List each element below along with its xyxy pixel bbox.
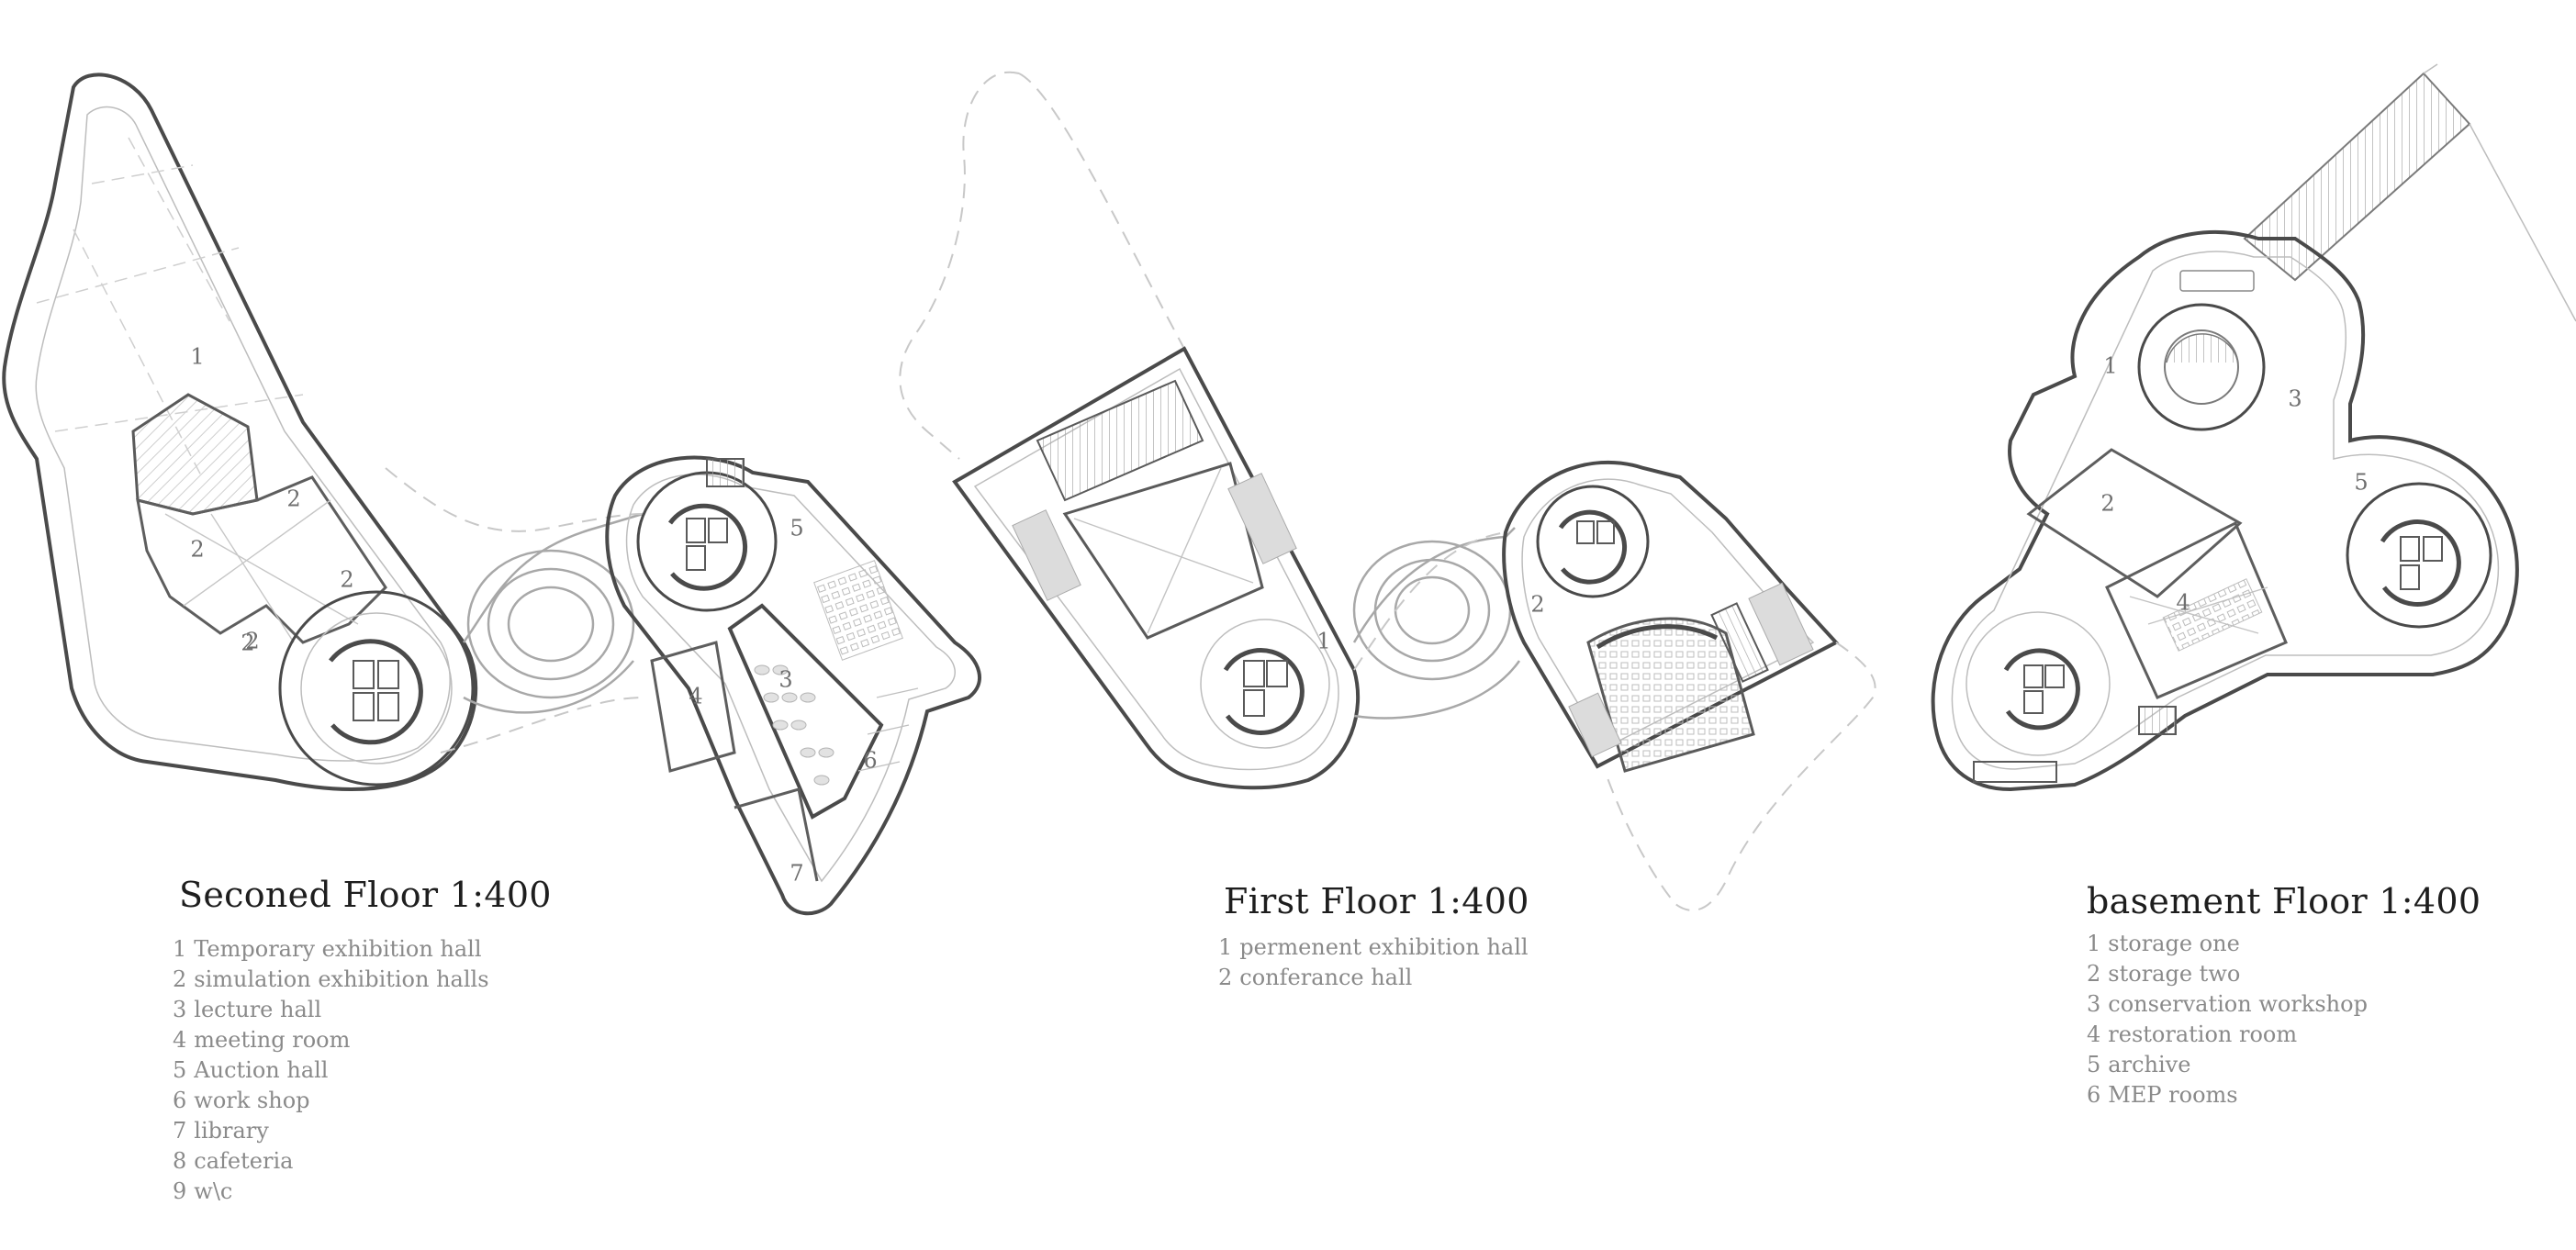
second-floor-room-number: 2 — [241, 631, 254, 656]
second-floor-room-number: 2 — [286, 486, 300, 512]
legend-label: MEP rooms — [2108, 1082, 2238, 1108]
legend-item: 5 archive — [2087, 1050, 2375, 1080]
second-floor-room-number: 2 — [340, 567, 353, 593]
legend-label: permenent exhibition hall — [1239, 934, 1529, 960]
second-floor-room-number: 1 — [190, 344, 204, 370]
first-floor-plan: 1 2 — [899, 71, 1876, 911]
first-floor-right-wing-outline — [1502, 460, 1840, 769]
legend-number: 4 — [173, 1027, 187, 1053]
legend-item: 9 w\c — [173, 1177, 497, 1207]
legend-label: simulation exhibition halls — [194, 966, 489, 992]
legend-label: storage two — [2108, 961, 2241, 987]
legend-item: 2 storage two — [2087, 959, 2375, 989]
second-floor-room-number: 3 — [778, 667, 792, 693]
basement-floor-title: basement Floor 1:400 — [2087, 881, 2481, 921]
legend-item: 1 Temporary exhibition hall — [173, 934, 497, 965]
legend-label: restoration room — [2108, 1021, 2298, 1047]
second-floor-room-number: 2 — [245, 629, 259, 654]
legend-number: 2 — [1218, 965, 1233, 990]
basement-room-number: 4 — [2176, 590, 2190, 616]
second-floor-room-number: 7 — [790, 861, 803, 887]
second-floor-room-number: 6 — [863, 748, 877, 774]
legend-number: 3 — [173, 997, 187, 1022]
legend-item: 6 work shop — [173, 1086, 497, 1116]
legend-number: 1 — [2087, 931, 2101, 956]
legend-label: conferance hall — [1239, 965, 1413, 990]
legend-number: 8 — [173, 1148, 187, 1174]
second-floor-left-wing-outline — [2, 73, 478, 791]
legend-number: 5 — [173, 1057, 187, 1083]
legend-label: archive — [2108, 1052, 2191, 1077]
first-floor-room-number: 1 — [1316, 629, 1330, 654]
legend-item: 3 conservation workshop — [2087, 989, 2375, 1020]
legend-label: storage one — [2108, 931, 2240, 956]
legend-label: w\c — [194, 1178, 233, 1204]
basement-floor-plan: 1 2 3 4 5 — [1931, 63, 2576, 792]
second-floor-legend: 1 Temporary exhibition hall 2 simulation e… — [173, 934, 497, 1207]
second-floor-room-number: 5 — [790, 516, 803, 541]
legend-label: conservation workshop — [2108, 991, 2368, 1017]
basement-room-number: 5 — [2354, 470, 2368, 496]
legend-label: lecture hall — [194, 997, 322, 1022]
legend-label: Auction hall — [194, 1057, 329, 1083]
second-floor-room-number: 2 — [190, 537, 204, 563]
legend-number: 7 — [173, 1118, 187, 1144]
legend-label: meeting room — [194, 1027, 351, 1053]
basement-floor-outline — [1931, 229, 2519, 792]
legend-item: 1 storage one — [2087, 929, 2375, 959]
legend-number: 1 — [1218, 934, 1233, 960]
legend-label: work shop — [194, 1088, 310, 1113]
second-floor-title: Seconed Floor 1:400 — [179, 875, 552, 915]
first-floor-title: First Floor 1:400 — [1224, 881, 1529, 921]
legend-item: 7 library — [173, 1116, 497, 1146]
legend-item: 3 lecture hall — [173, 995, 497, 1025]
legend-item: 5 Auction hall — [173, 1055, 497, 1086]
legend-number: 5 — [2087, 1052, 2101, 1077]
legend-number: 4 — [2087, 1021, 2101, 1047]
basement-room-number: 2 — [2100, 491, 2114, 517]
first-floor-room-number: 2 — [1530, 592, 1544, 618]
basement-floor-legend: 1 storage one 2 storage two 3 conservation … — [2087, 929, 2375, 1110]
basement-room-number: 3 — [2288, 386, 2302, 412]
legend-number: 6 — [2087, 1082, 2101, 1108]
legend-number: 1 — [173, 936, 187, 962]
legend-number: 2 — [173, 966, 187, 992]
legend-label: Temporary exhibition hall — [194, 936, 482, 962]
second-floor-room-number: 4 — [689, 684, 702, 709]
legend-item: 8 cafeteria — [173, 1146, 497, 1177]
basement-room-number: 1 — [2103, 353, 2117, 379]
legend-label: library — [194, 1118, 269, 1144]
second-floor-plan: 1 2 2 2 2 2 3 4 5 6 7 — [2, 73, 981, 916]
legend-item: 4 meeting room — [173, 1025, 497, 1055]
legend-item: 4 restoration room — [2087, 1020, 2375, 1050]
legend-number: 3 — [2087, 991, 2101, 1017]
legend-item: 2 simulation exhibition halls — [173, 965, 497, 995]
legend-number: 6 — [173, 1088, 187, 1113]
legend-number: 2 — [2087, 961, 2101, 987]
legend-number: 9 — [173, 1178, 187, 1204]
legend-label: cafeteria — [194, 1148, 294, 1174]
legend-item: 6 MEP rooms — [2087, 1080, 2375, 1110]
